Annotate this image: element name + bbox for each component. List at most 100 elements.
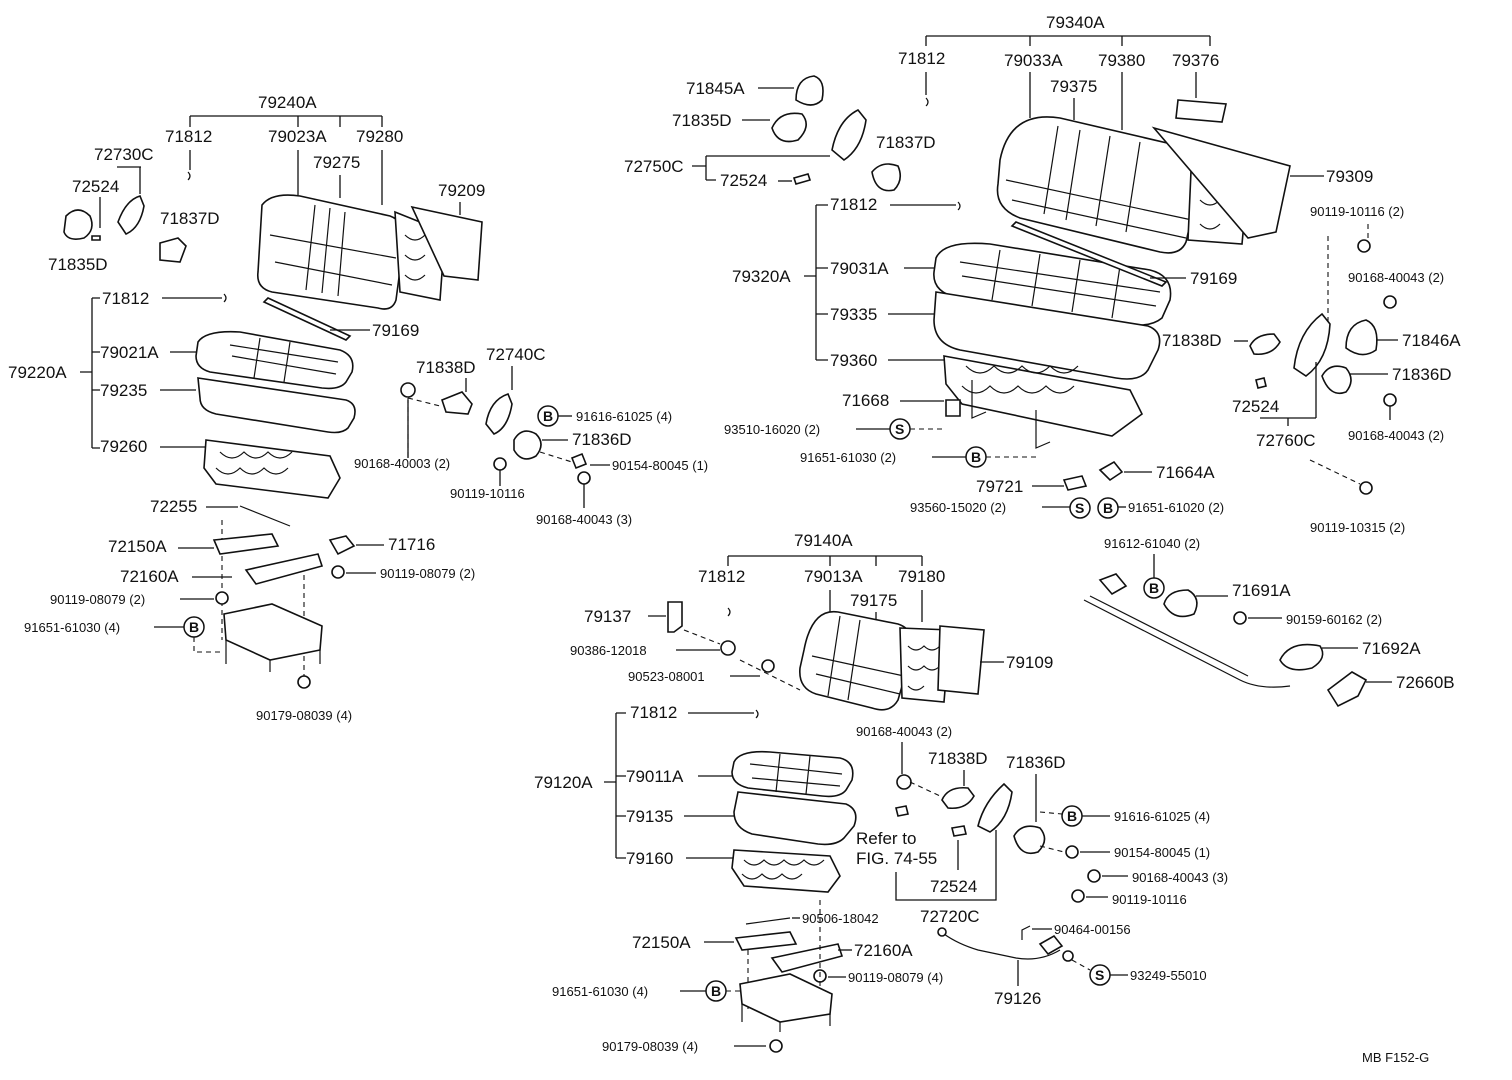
- label-72740C: 72740C: [486, 345, 546, 364]
- bar-79169-r: [1010, 221, 1168, 287]
- label-79380: 79380: [1098, 51, 1145, 70]
- bracket-79137: [667, 601, 683, 633]
- label-79320A: 79320A: [732, 267, 791, 286]
- bolt-marker-b-left-1: B: [537, 405, 559, 427]
- label-90154-80045: 90154-80045 (1): [612, 458, 708, 473]
- label-90119-10116-c: 90119-10116: [1112, 892, 1187, 907]
- label-91616-61025: 91616-61025 (4): [576, 409, 672, 424]
- left-seat-assembly: 79240A 71812 79023A 79280 79275 79209 72…: [8, 93, 708, 723]
- label-72160A: 72160A: [120, 567, 179, 586]
- cover-71716: [328, 535, 356, 556]
- label-71837D-r: 71837D: [876, 133, 936, 152]
- label-72760C: 72760C: [1256, 431, 1316, 450]
- right-seat-assembly: 79340A 71812 79033A 79380 79376 79375 79…: [624, 13, 1461, 708]
- label-72524-r: 72524: [720, 171, 767, 190]
- label-93510-16020: 93510-16020 (2): [724, 422, 820, 437]
- label-79033A: 79033A: [1004, 51, 1063, 70]
- cover-71836D-r: [1321, 365, 1352, 395]
- label-79220A: 79220A: [8, 363, 67, 382]
- label-71691A: 71691A: [1232, 581, 1291, 600]
- svg-text:B: B: [971, 449, 981, 465]
- label-90523-08001: 90523-08001: [628, 669, 705, 684]
- frame-79360: [943, 355, 1144, 437]
- bolt-marker-b-right-3: B: [1143, 577, 1165, 599]
- label-91612-61040: 91612-61040 (2): [1104, 536, 1200, 551]
- seat-back-center: [799, 610, 914, 711]
- label-90168-40043-b-r: 90168-40043 (2): [1348, 428, 1444, 443]
- label-72524: 72524: [72, 177, 119, 196]
- label-79376: 79376: [1172, 51, 1219, 70]
- label-71836D: 71836D: [572, 430, 632, 449]
- label-79120A: 79120A: [534, 773, 593, 792]
- bolt-90119-08079-r: [331, 565, 345, 579]
- svg-text:S: S: [1095, 967, 1104, 983]
- label-79175: 79175: [850, 591, 897, 610]
- label-72150A: 72150A: [108, 537, 167, 556]
- label-79180: 79180: [898, 567, 945, 586]
- label-79260: 79260: [100, 437, 147, 456]
- bolt-90119-08079-l: [215, 591, 229, 605]
- hinge-72730C: [117, 195, 145, 235]
- label-72255: 72255: [150, 497, 197, 516]
- board-79209: [410, 205, 483, 281]
- label-79021A: 79021A: [100, 343, 159, 362]
- label-91651-61030-r: 91651-61030 (2): [800, 450, 896, 465]
- label-79275: 79275: [313, 153, 360, 172]
- label-71664A: 71664A: [1156, 463, 1215, 482]
- label-91651-61020: 91651-61020 (2): [1128, 500, 1224, 515]
- diagram-code: MB F152-G: [1362, 1050, 1429, 1065]
- label-71838D-r: 71838D: [1162, 331, 1222, 350]
- label-72524-c: 72524: [930, 877, 977, 896]
- svg-text:B: B: [189, 619, 199, 635]
- bolt-90119-10116: [493, 457, 507, 471]
- cover-71837D: [159, 237, 187, 263]
- label-71668: 71668: [842, 391, 889, 410]
- bar-79169: [262, 297, 352, 341]
- cover-71691A: [1163, 589, 1198, 618]
- nut-90179-08039: [297, 675, 311, 689]
- label-71835D-r: 71835D: [672, 111, 732, 130]
- label-79280: 79280: [356, 127, 403, 146]
- label-71836D-r: 71836D: [1392, 365, 1452, 384]
- label-72730C: 72730C: [94, 145, 154, 164]
- lever-72660B: [1326, 671, 1368, 708]
- label-71812-c: 71812: [698, 567, 745, 586]
- bolt-marker-b-center-1: B: [1061, 805, 1083, 827]
- label-71716: 71716: [388, 535, 435, 554]
- hinge-72740C: [485, 393, 513, 435]
- label-90168-40003: 90168-40003 (2): [354, 456, 450, 471]
- hinge-72160A: [244, 553, 324, 585]
- bezel-71692A: [1279, 643, 1324, 671]
- bushing-90386-12018: [720, 640, 736, 656]
- label-79340A: 79340A: [1046, 13, 1105, 32]
- pad-79235: [197, 377, 356, 434]
- label-90119-08079-l: 90119-08079 (2): [50, 592, 145, 607]
- label-71812: 71812: [165, 127, 212, 146]
- center-seat-assembly: 79140A 71812 79013A 79180 79175 79109 79…: [534, 531, 1228, 1054]
- cover-71835D-r: [771, 112, 807, 143]
- hinge-72720C: [977, 782, 1013, 833]
- label-71836D-c: 71836D: [1006, 753, 1066, 772]
- label-71812-mid: 71812: [102, 289, 149, 308]
- label-79235: 79235: [100, 381, 147, 400]
- cable-79126: [943, 933, 1061, 960]
- label-71837D: 71837D: [160, 209, 220, 228]
- label-90154-80045-c: 90154-80045 (1): [1114, 845, 1210, 860]
- bolt-90119-10315: [1359, 481, 1373, 495]
- label-71692A: 71692A: [1362, 639, 1421, 658]
- label-71812-mid-r: 71812: [830, 195, 877, 214]
- lever-72150A: [212, 533, 280, 555]
- label-79169: 79169: [372, 321, 419, 340]
- cover-71838D-r: [1249, 333, 1281, 356]
- label-79335: 79335: [830, 305, 877, 324]
- label-90168-40043-a-r: 90168-40043 (2): [1348, 270, 1444, 285]
- cover-71835D: [63, 209, 93, 240]
- bolt-90119-10116-r: [1357, 239, 1371, 253]
- label-79160: 79160: [626, 849, 673, 868]
- label-fig-74-55: FIG. 74-55: [856, 849, 937, 868]
- label-72720C: 72720C: [920, 907, 980, 926]
- label-79031A: 79031A: [830, 259, 889, 278]
- leg-frame-left: [223, 603, 323, 661]
- spring-90506-18042: [745, 917, 791, 925]
